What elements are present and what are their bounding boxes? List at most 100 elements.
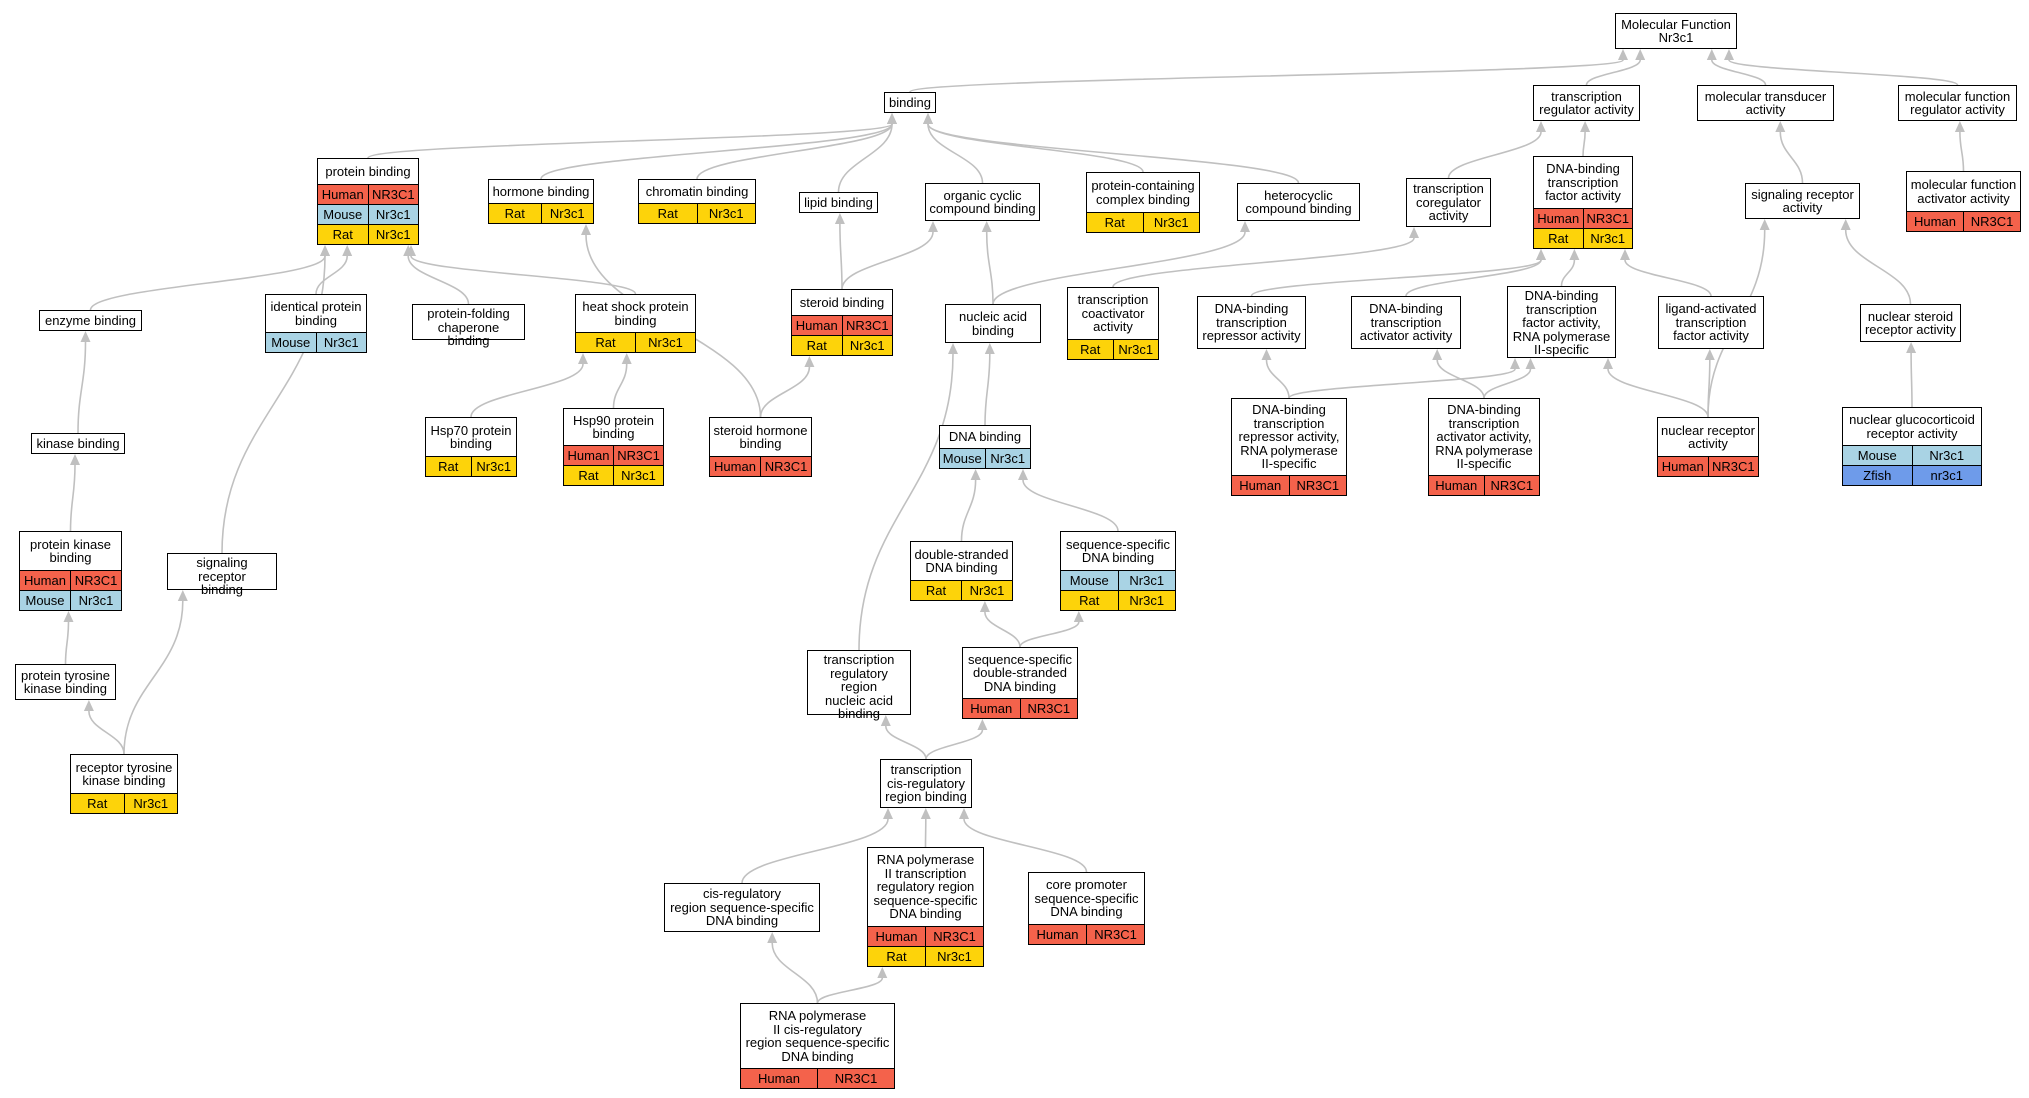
edge-dbtra-to-dbtfa xyxy=(1252,260,1542,296)
node-tra[interactable]: transcription regulator activity xyxy=(1533,85,1640,121)
node-pfcb[interactable]: protein-folding chaperone binding xyxy=(412,304,525,340)
node-label: protein kinase binding xyxy=(20,532,121,570)
edge-chromb-to-binding xyxy=(697,124,892,179)
node-trrnab[interactable]: transcription regulatory region nucleic … xyxy=(807,650,911,715)
species-cell: Rat xyxy=(792,336,842,355)
gene-cell: NR3C1 xyxy=(1484,476,1540,495)
node-hccb[interactable]: heterocyclic compound binding xyxy=(1237,183,1360,221)
gene-cell: Nr3c1 xyxy=(316,333,367,352)
gene-cell: NR3C1 xyxy=(842,316,893,335)
node-lipidb[interactable]: lipid binding xyxy=(799,192,878,213)
node-nab[interactable]: nucleic acid binding xyxy=(945,304,1041,343)
node-ssdsdb[interactable]: sequence-specific double-stranded DNA bi… xyxy=(962,647,1078,719)
edge-ngra-to-nsra xyxy=(1911,353,1912,407)
node-enzb[interactable]: enzyme binding xyxy=(39,310,142,331)
node-label: binding xyxy=(885,93,935,112)
gene-cell: Nr3c1 xyxy=(368,225,419,244)
arrowhead-ngra-to-nsra xyxy=(1906,342,1916,353)
gene-cell: Nr3c1 xyxy=(613,466,663,485)
node-rp2trr[interactable]: RNA polymerase II transcription regulato… xyxy=(867,847,984,967)
species-cell: Human xyxy=(1658,457,1708,476)
node-dbtaa2[interactable]: DNA-binding transcription activator acti… xyxy=(1428,398,1540,496)
species-cell: Rat xyxy=(1534,229,1583,248)
arrowhead-dbtra2-to-dbtf2 xyxy=(1510,358,1520,369)
node-label: molecular function regulator activity xyxy=(1899,86,2016,120)
node-nsra[interactable]: nuclear steroid receptor activity xyxy=(1860,304,1961,342)
arrowhead-binding-to-mf xyxy=(1618,49,1628,60)
node-cpssdb[interactable]: core promoter sequence-specific DNA bind… xyxy=(1028,872,1145,945)
node-occb[interactable]: organic cyclic compound binding xyxy=(925,183,1040,221)
species-cell: Mouse xyxy=(318,205,368,224)
edge-sra-to-mta xyxy=(1780,132,1802,183)
species-cell: Human xyxy=(868,927,925,946)
arrowhead-ssdsdb-to-ssdb xyxy=(1074,611,1084,622)
species-cell: Human xyxy=(963,699,1020,718)
node-latf[interactable]: ligand-activated transcription factor ac… xyxy=(1658,296,1764,349)
node-srb[interactable]: signaling receptor binding xyxy=(167,553,277,590)
species-cell: Human xyxy=(1907,212,1963,231)
node-mf[interactable]: Molecular Function Nr3c1 xyxy=(1615,13,1737,49)
gene-cell: Nr3c1 xyxy=(1118,571,1176,590)
arrowhead-crrssdb-to-tcrrb xyxy=(883,808,893,819)
node-dbtf2[interactable]: DNA-binding transcription factor activit… xyxy=(1507,286,1616,358)
arrowhead-dbtra2-to-dbtra xyxy=(1262,349,1272,360)
node-dbtfa[interactable]: DNA-binding transcription factor activit… xyxy=(1533,156,1633,249)
node-tcrrb[interactable]: transcription cis-regulatory region bind… xyxy=(880,759,972,808)
species-cell: Zfish xyxy=(1843,466,1912,485)
node-tcra[interactable]: transcription coregulator activity xyxy=(1406,178,1491,227)
node-rp2crr[interactable]: RNA polymerase II cis-regulatory region … xyxy=(740,1003,895,1089)
node-label: RNA polymerase II cis-regulatory region … xyxy=(741,1004,894,1068)
node-dbtra[interactable]: DNA-binding transcription repressor acti… xyxy=(1197,296,1306,349)
species-cell: Human xyxy=(710,457,760,476)
node-sra[interactable]: signaling receptor activity xyxy=(1745,183,1860,219)
node-dbtaa[interactable]: DNA-binding transcription activator acti… xyxy=(1351,296,1461,349)
arrowhead-nsra-to-sra xyxy=(1841,219,1851,230)
node-label: steroid binding xyxy=(792,290,892,315)
node-dbtra2[interactable]: DNA-binding transcription repressor acti… xyxy=(1231,398,1347,496)
node-label: transcription cis-regulatory region bind… xyxy=(881,760,971,807)
node-ngra[interactable]: nuclear glucocorticoid receptor activity… xyxy=(1842,407,1982,486)
species-cell: Human xyxy=(1029,925,1086,944)
edge-ssdb-to-dnab xyxy=(1023,480,1118,531)
node-label: lipid binding xyxy=(800,193,877,212)
node-mta[interactable]: molecular transducer activity xyxy=(1697,85,1834,121)
node-label: chromatin binding xyxy=(639,180,755,203)
arrowhead-nab-to-hccb xyxy=(1240,221,1250,232)
gene-cell: Nr3c1 xyxy=(1912,446,1982,465)
node-ptkb[interactable]: protein tyrosine kinase binding xyxy=(15,664,116,700)
node-label: protein-containing complex binding xyxy=(1087,173,1199,212)
arrowhead-hsp70-to-hspb xyxy=(578,353,588,364)
species-cell: Human xyxy=(1429,476,1484,495)
node-binding[interactable]: binding xyxy=(884,92,936,113)
gene-cell: Nr3c1 xyxy=(368,205,419,224)
node-mfra[interactable]: molecular function regulator activity xyxy=(1898,85,2017,121)
edge-pccb-to-binding xyxy=(928,124,1143,172)
node-crrssdb[interactable]: cis-regulatory region sequence-specific … xyxy=(664,883,820,932)
node-kinb[interactable]: kinase binding xyxy=(31,433,125,454)
